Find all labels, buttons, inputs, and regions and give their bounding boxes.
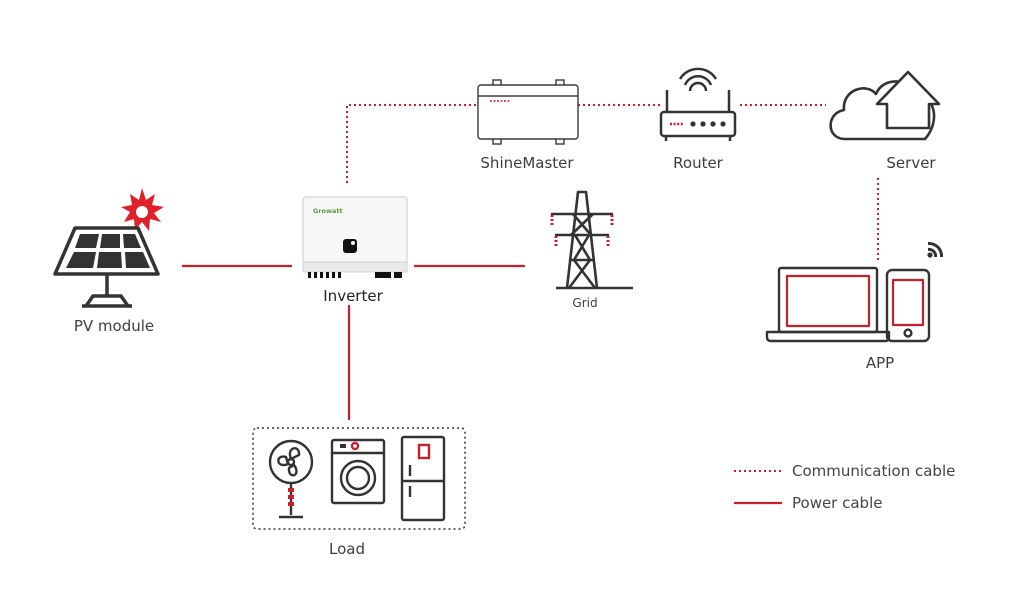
washing-machine-icon: [330, 438, 386, 505]
power-cables: [182, 264, 525, 420]
communication-cables: [346, 104, 879, 262]
inverter-label: Inverter: [323, 287, 383, 305]
legend-power: Power cable: [734, 494, 882, 512]
laptop-phone-icon: [765, 241, 944, 343]
legend-communication-label: Communication cable: [792, 462, 956, 480]
dotted-line-swatch: [734, 470, 782, 472]
power-tower-icon: [550, 190, 633, 290]
fan-icon: [268, 439, 314, 519]
inverter-icon: Growatt: [302, 196, 408, 278]
legend-power-label: Power cable: [792, 494, 883, 512]
shinemaster-label: ShineMaster: [480, 154, 574, 172]
load-label: Load: [329, 540, 365, 558]
solar-panel-icon: [53, 188, 164, 308]
datalogger-icon: [477, 79, 579, 145]
router-icon: [659, 67, 737, 141]
pv-module-label: PV module: [73, 317, 155, 335]
cloud-upload-icon: [829, 70, 941, 141]
inverter-brand: Growatt: [313, 207, 343, 215]
wifi-signal-icon: [927, 241, 944, 258]
solid-line-swatch: [734, 501, 782, 505]
app-label: APP: [865, 354, 895, 372]
appliances-icon: [252, 427, 466, 530]
fridge-icon: [400, 435, 446, 522]
server-label: Server: [886, 154, 936, 172]
grid-label: Grid: [572, 296, 598, 310]
router-label: Router: [673, 154, 723, 172]
legend-communication: Communication cable: [734, 462, 955, 480]
inverter-to-shinemaster-cable: [346, 104, 476, 183]
